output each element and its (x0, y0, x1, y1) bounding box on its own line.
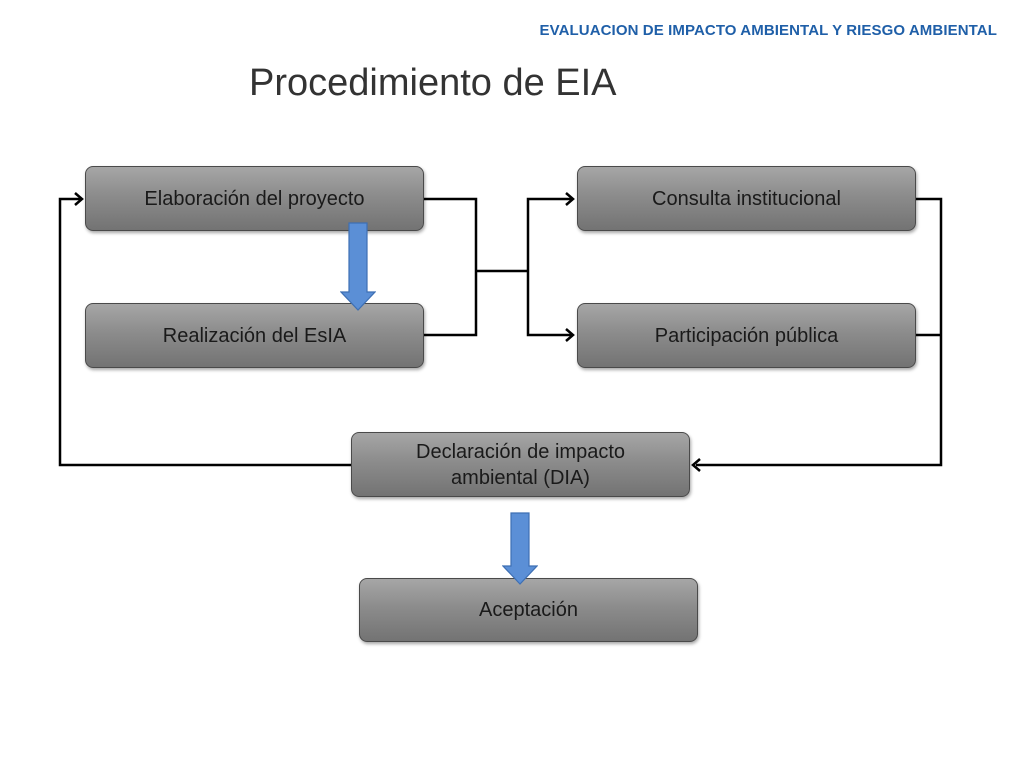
box-elaboracion-label: Elaboración del proyecto (144, 187, 365, 210)
box-participacion-publica: Participación pública (577, 303, 916, 368)
box-aceptacion-label: Aceptación (479, 599, 578, 621)
down-arrow-declaracion-to-aceptacion (502, 512, 538, 585)
connector-elaboracion-out (424, 197, 478, 337)
box-realizacion-label: Realización del EsIA (162, 324, 347, 347)
arrowhead-participacion (565, 328, 575, 342)
connector-split (526, 197, 572, 337)
box-declaracion-dia: Declaración de impacto ambiental (DIA) (351, 432, 690, 497)
connector-feedback (58, 197, 351, 467)
box-aceptacion: Aceptación (359, 578, 698, 642)
box-realizacion-esia: Realización del EsIA (85, 303, 424, 368)
connector-right-out (696, 197, 943, 467)
box-consulta-institucional: Consulta institucional (577, 166, 916, 231)
box-elaboracion-proyecto: Elaboración del proyecto (85, 166, 424, 231)
down-arrow-elaboracion-to-realizacion (340, 222, 376, 311)
arrowhead-consulta (565, 192, 575, 206)
arrowhead-elaboracion (74, 192, 84, 206)
box-declaracion-label: Declaración de impacto ambiental (DIA) (416, 440, 625, 489)
slide-header: EVALUACION DE IMPACTO AMBIENTAL Y RIESGO… (539, 22, 997, 39)
arrowhead-declaracion (691, 458, 701, 472)
box-consulta-label: Consulta institucional (652, 187, 841, 210)
slide-title: Procedimiento de EIA (249, 62, 617, 104)
box-participacion-label: Participación pública (654, 324, 839, 347)
